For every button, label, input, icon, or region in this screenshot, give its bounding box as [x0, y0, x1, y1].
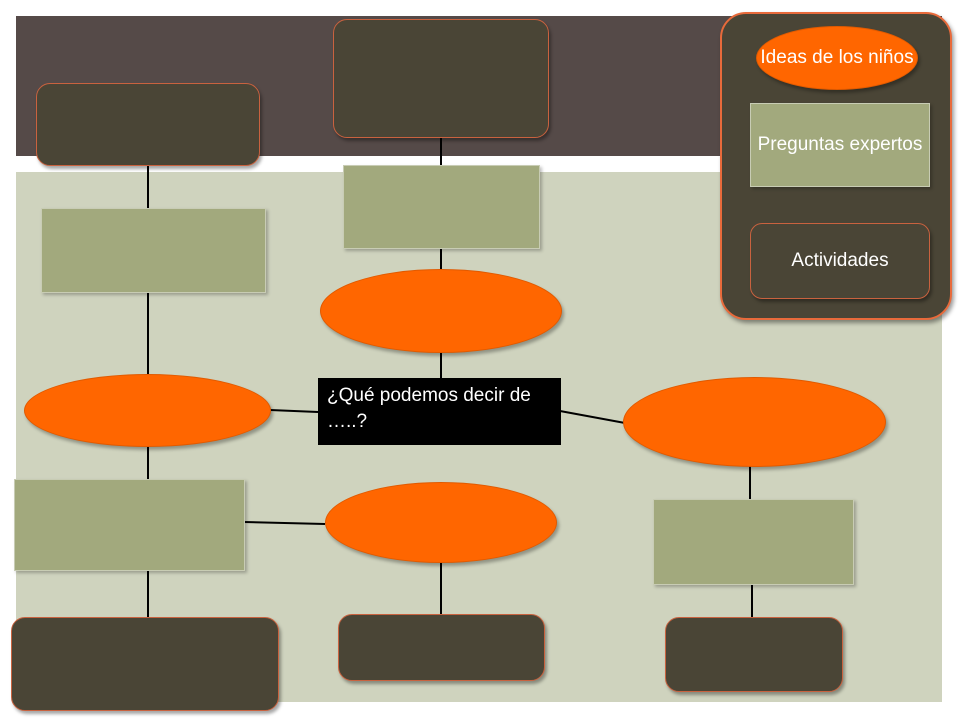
question-box-lower-left: [14, 479, 245, 571]
legend-ideas-oval: Ideas de los niños: [756, 26, 918, 90]
legend-questions-label: Preguntas expertos: [757, 134, 923, 155]
activity-box-top-left: [36, 83, 260, 166]
question-box-right: [653, 499, 854, 585]
central-question-text: ¿Qué podemos decir de …..?: [327, 385, 531, 432]
connector-line: [559, 410, 626, 424]
idea-oval-right: [623, 377, 886, 467]
legend-panel: Ideas de los niños Preguntas expertos Ac…: [720, 12, 952, 320]
question-box-top-center: [343, 165, 540, 249]
central-question-box: ¿Qué podemos decir de …..?: [318, 378, 561, 445]
legend-ideas-label: Ideas de los niños: [760, 47, 914, 68]
legend-activities-box: Actividades: [750, 223, 930, 299]
question-box-upper-left: [41, 208, 266, 293]
legend-questions-box: Preguntas expertos: [750, 103, 930, 187]
idea-oval-bottom-center: [325, 482, 557, 563]
connector-line: [269, 409, 319, 413]
activity-box-bottom-left: [11, 617, 279, 711]
activity-box-bottom-center: [338, 614, 545, 681]
activity-box-top-center: [333, 19, 549, 138]
activity-box-bottom-right: [665, 617, 843, 692]
legend-activities-label: Actividades: [791, 250, 889, 271]
idea-oval-left: [24, 374, 271, 447]
connector-line: [243, 521, 326, 525]
idea-oval-top-center: [320, 269, 562, 353]
